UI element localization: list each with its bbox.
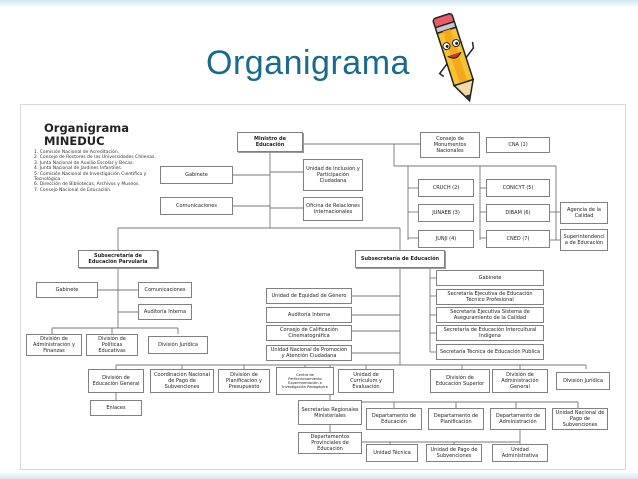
box-secretaria-aseguramiento: Secretaría Ejecutiva Sistema de Aseguram… xyxy=(436,307,544,323)
box-division-planificacion: División de Planificación y Presupuesto xyxy=(218,369,270,393)
commission-list-item: 1. Comisión Nacional de Acreditación. xyxy=(34,150,120,155)
commission-list-item: 2. Consejo de Rectores de las Universida… xyxy=(34,155,156,161)
box-cned: CNED (7) xyxy=(486,230,550,248)
box-enlaces: Enlaces xyxy=(90,400,142,416)
slide-title: Organigrama xyxy=(206,44,410,82)
box-secretaria-intercultural: Secretaría de Educación Intercultural In… xyxy=(436,325,544,341)
box-unidad-promocion: Unidad Nacional de Promoción y Atención … xyxy=(266,345,352,361)
pencil-character-icon xyxy=(432,12,475,103)
box-conicyt: CONICYT (5) xyxy=(486,179,550,197)
box-superintendencia: Superintendenci a de Educación xyxy=(560,229,608,251)
commission-list-item: 5. Comisión Nacional de Investigación Ci… xyxy=(34,171,147,183)
box-secretaria-tecnica-publica: Secretaría Técnica de Educación Pública xyxy=(436,344,544,360)
commission-list-item: 4. Junta Nacional de Jardines Infantiles… xyxy=(34,166,123,172)
box-centro-perfeccionamiento: Centro de Perfeccionamiento Experimentac… xyxy=(276,367,334,395)
box-subsecretaria-parvularia: Subsecretaría de Educación Parvularia xyxy=(78,250,158,268)
box-ministro: Ministro de Educación xyxy=(237,132,303,152)
box-consejo-monumentos: Consejo de Monumentos Nacionales xyxy=(420,132,480,158)
box-departamento-administracion: Departamento de Administración xyxy=(490,408,546,430)
box-gabinete-subsecretaria: Gabinete xyxy=(436,270,544,286)
box-division-juridica-parvularia: División Jurídica xyxy=(148,336,208,354)
commission-list-item: 6. Dirección de Bibliotecas, Archivos y … xyxy=(34,182,140,188)
box-gabinete-parvularia: Gabinete xyxy=(36,282,98,298)
box-secretarias-regionales: Secretarías Regionales Ministeriales xyxy=(298,400,362,425)
box-oficina-relaciones: Oficina de Relaciones Internacionales xyxy=(303,197,363,221)
box-comunicaciones-parvularia: Comunicaciones xyxy=(138,282,192,298)
box-division-juridica: División Jurídica xyxy=(556,372,610,390)
box-comunicaciones-top: Comunicaciones xyxy=(160,197,233,215)
box-auditoria-interna: Auditoría Interna xyxy=(266,307,352,323)
box-unidad-equidad: Unidad de Equidad de Género xyxy=(266,288,352,304)
box-consejo-calificacion: Consejo de Calificación Cinematográfica xyxy=(266,325,352,341)
box-agencia-calidad: Agencia de la Calidad xyxy=(560,202,608,224)
top-accent-band xyxy=(0,0,638,8)
box-departamento-educacion: Departamento de Educación xyxy=(366,408,422,430)
box-subsecretaria-educacion: Subsecretaría de Educación xyxy=(355,250,445,268)
bottom-accent-band xyxy=(0,471,638,479)
box-gabinete-top: Gabinete xyxy=(160,166,233,184)
commission-list: 1. Comisión Nacional de Acreditación. 2.… xyxy=(34,150,162,193)
box-junji: JUNJI (4) xyxy=(418,230,474,248)
chart-title-line1: Organigrama xyxy=(44,121,129,135)
box-division-educacion-superior: División de Educación Superior xyxy=(430,369,490,393)
box-secretaria-tecnico-profesional: Secretaría Ejecutiva de Educación Técnic… xyxy=(436,289,544,305)
box-coordinacion-pago: Coordinación Nacional de Pago de Subvenc… xyxy=(150,369,214,393)
box-unidad-tecnica: Unidad Técnica xyxy=(366,444,418,462)
box-unidad-nacional-pago: Unidad Nacional de Pago de Subvenciones xyxy=(552,408,608,430)
box-unidad-inclusion: Unidad de Inclusión y Participación Ciud… xyxy=(303,159,363,191)
chart-title: Organigrama MINEDUC xyxy=(44,122,129,148)
box-division-administracion-finanzas: División de Administración y Finanzas xyxy=(26,334,82,356)
box-unidad-curriculum: Unidad de Currículum y Evaluación xyxy=(338,369,394,393)
chart-title-line2: MINEDUC xyxy=(44,134,105,148)
box-auditoria-parvularia: Auditoría Interna xyxy=(138,304,192,320)
box-division-administracion-general: División de Administración General xyxy=(492,369,548,393)
commission-list-item: 7. Consejo Nacional de Educación. xyxy=(34,187,112,193)
box-departamento-planificacion: Departamento de Planificación xyxy=(428,408,484,430)
box-unidad-administrativa: Unidad Administrativa xyxy=(492,444,548,462)
box-cna: CNA (1) xyxy=(486,137,550,153)
box-junaeb: JUNAEB (3) xyxy=(418,204,474,222)
box-division-politicas: División de Políticas Educativas xyxy=(86,334,138,356)
box-departamentos-provinciales: Departamentos Provinciales de Educación xyxy=(298,432,362,454)
commission-list-item: 3. Junta Nacional de Auxilio Escolar y B… xyxy=(34,160,134,166)
box-cruch: CRUCH (2) xyxy=(418,179,474,197)
box-unidad-pago-subvenciones: Unidad de Pago de Subvenciones xyxy=(426,444,482,462)
box-division-educacion-general: División de Educación General xyxy=(88,369,144,393)
box-dibam: DIBAM (6) xyxy=(486,204,550,222)
